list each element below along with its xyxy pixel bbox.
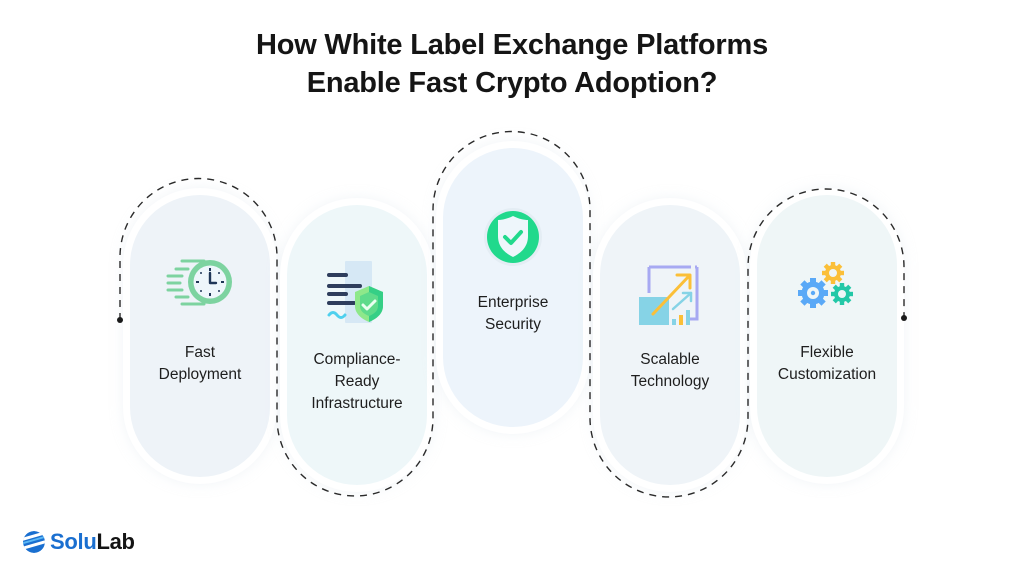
card-label: Enterprise Security bbox=[477, 294, 549, 333]
card-label: Compliance- Ready Infrastructure bbox=[311, 351, 403, 412]
shield-check-icon bbox=[483, 207, 543, 272]
card-label: Fast Deployment bbox=[158, 344, 242, 383]
title-line-1: How White Label Exchange Platforms bbox=[255, 29, 769, 61]
gears-icon bbox=[798, 261, 856, 316]
card-scalable-technology: Scalable Technology bbox=[600, 205, 740, 485]
page-title: How White Label Exchange Platforms Enabl… bbox=[0, 26, 1024, 102]
title-line-2: Enable Fast Crypto Adoption? bbox=[306, 67, 718, 99]
card-label: Flexible Customization bbox=[777, 344, 877, 383]
path-end-dot bbox=[901, 315, 907, 321]
document-shield-icon bbox=[325, 261, 389, 328]
path-start-dot bbox=[117, 317, 123, 323]
card-label: Scalable Technology bbox=[630, 351, 710, 390]
solulab-logo-icon bbox=[23, 531, 45, 553]
card-enterprise-security: Enterprise Security bbox=[443, 148, 583, 427]
card-fast-deployment: Fast Deployment bbox=[130, 195, 270, 477]
card-flexible-customization: Flexible Customization bbox=[757, 195, 897, 477]
brand-name: SoluLab bbox=[50, 529, 135, 554]
fast-clock-icon bbox=[166, 257, 234, 312]
card-compliance-ready-infrastructure: Compliance- Ready Infrastructure bbox=[287, 205, 427, 485]
solulab-logo: SoluLab bbox=[22, 529, 135, 555]
scale-growth-icon bbox=[639, 263, 701, 330]
